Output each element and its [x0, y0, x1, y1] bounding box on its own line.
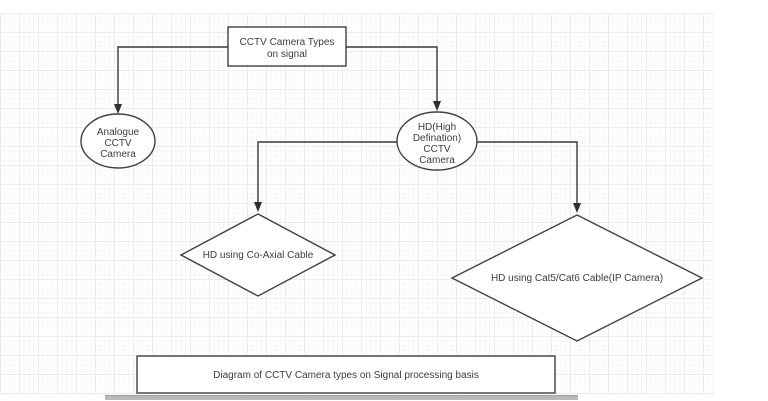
- arrowhead-icon: [573, 203, 581, 213]
- caption-label: Diagram of CCTV Camera types on Signal p…: [213, 370, 479, 381]
- node-label: Analogue: [97, 127, 140, 138]
- node-hd-coaxial-cable[interactable]: HD using Co-Axial Cable: [179, 213, 337, 297]
- node-label: Camera: [100, 149, 136, 160]
- node-label: Camera: [419, 155, 455, 166]
- connector-hd-to-cat5[interactable]: [476, 141, 581, 213]
- node-label: CCTV: [423, 144, 451, 155]
- node-analogue-cctv-camera[interactable]: Analogue CCTV Camera: [80, 113, 156, 169]
- node-label: on signal: [267, 49, 307, 60]
- node-label: HD(High: [418, 122, 456, 133]
- connector-hd-to-coaxial[interactable]: [254, 141, 399, 212]
- connector-topbox-to-analogue[interactable]: [114, 46, 228, 114]
- horizontal-scrollbar-thumb[interactable]: [105, 395, 578, 400]
- node-label: Defination): [413, 133, 461, 144]
- node-label: CCTV: [104, 138, 132, 149]
- node-hd-cctv-camera[interactable]: HD(High Defination) CCTV Camera: [396, 111, 478, 171]
- arrowhead-icon: [114, 104, 122, 114]
- node-cctv-camera-types[interactable]: CCTV Camera Types on signal: [227, 26, 347, 67]
- arrowhead-icon: [433, 101, 441, 111]
- node-caption[interactable]: Diagram of CCTV Camera types on Signal p…: [136, 355, 556, 394]
- connector-topbox-to-hd[interactable]: [346, 46, 441, 111]
- node-label: CCTV Camera Types: [240, 37, 335, 48]
- node-label: HD using Cat5/Cat6 Cable(IP Camera): [491, 273, 663, 284]
- arrowhead-icon: [254, 202, 262, 212]
- node-label: HD using Co-Axial Cable: [203, 250, 314, 261]
- node-hd-cat5-cat6-cable[interactable]: HD using Cat5/Cat6 Cable(IP Camera): [450, 214, 704, 342]
